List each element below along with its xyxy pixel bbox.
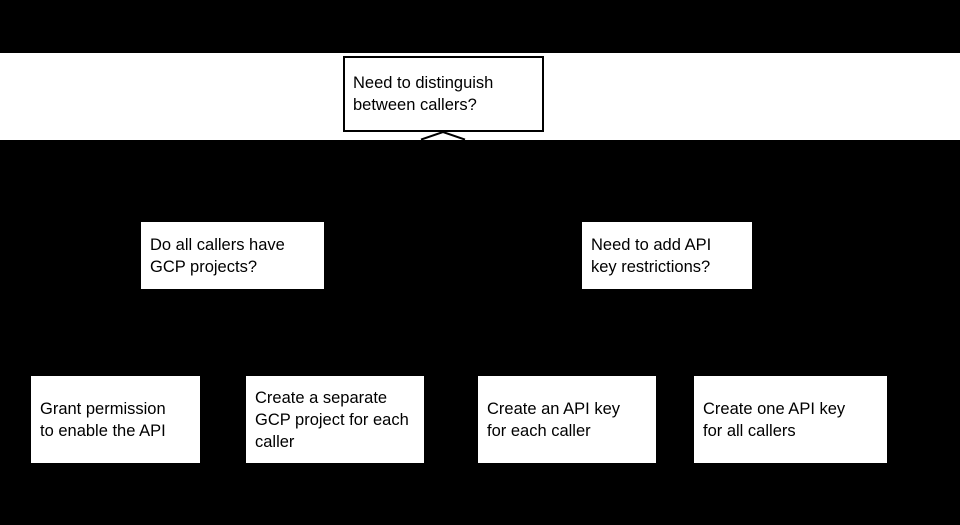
outcome-4-label: Create one API key for all callers (703, 399, 846, 440)
flowchart-node-decision-key-restrictions: Need to add API key restrictions? (582, 222, 752, 289)
root-question-label: Need to distinguish between callers? (353, 74, 494, 114)
decision-right-label: Need to add API key restrictions? (591, 235, 712, 276)
branch-chevron-icon (420, 131, 466, 140)
flowchart-node-outcome-grant-permission: Grant permission to enable the API (31, 376, 200, 463)
flowchart-node-decision-gcp-projects: Do all callers have GCP projects? (141, 222, 324, 289)
decision-left-label: Do all callers have GCP projects? (150, 235, 285, 276)
outcome-3-label: Create an API key for each caller (487, 399, 620, 440)
flowchart-node-outcome-separate-gcp-project: Create a separate GCP project for each c… (246, 376, 424, 463)
flowchart-node-root-question: Need to distinguish between callers? (343, 56, 544, 132)
flowchart-node-outcome-one-api-key: Create one API key for all callers (694, 376, 887, 463)
flowchart-node-outcome-api-key-each-caller: Create an API key for each caller (478, 376, 656, 463)
outcome-2-label: Create a separate GCP project for each c… (255, 388, 409, 451)
outcome-1-label: Grant permission to enable the API (40, 399, 166, 440)
